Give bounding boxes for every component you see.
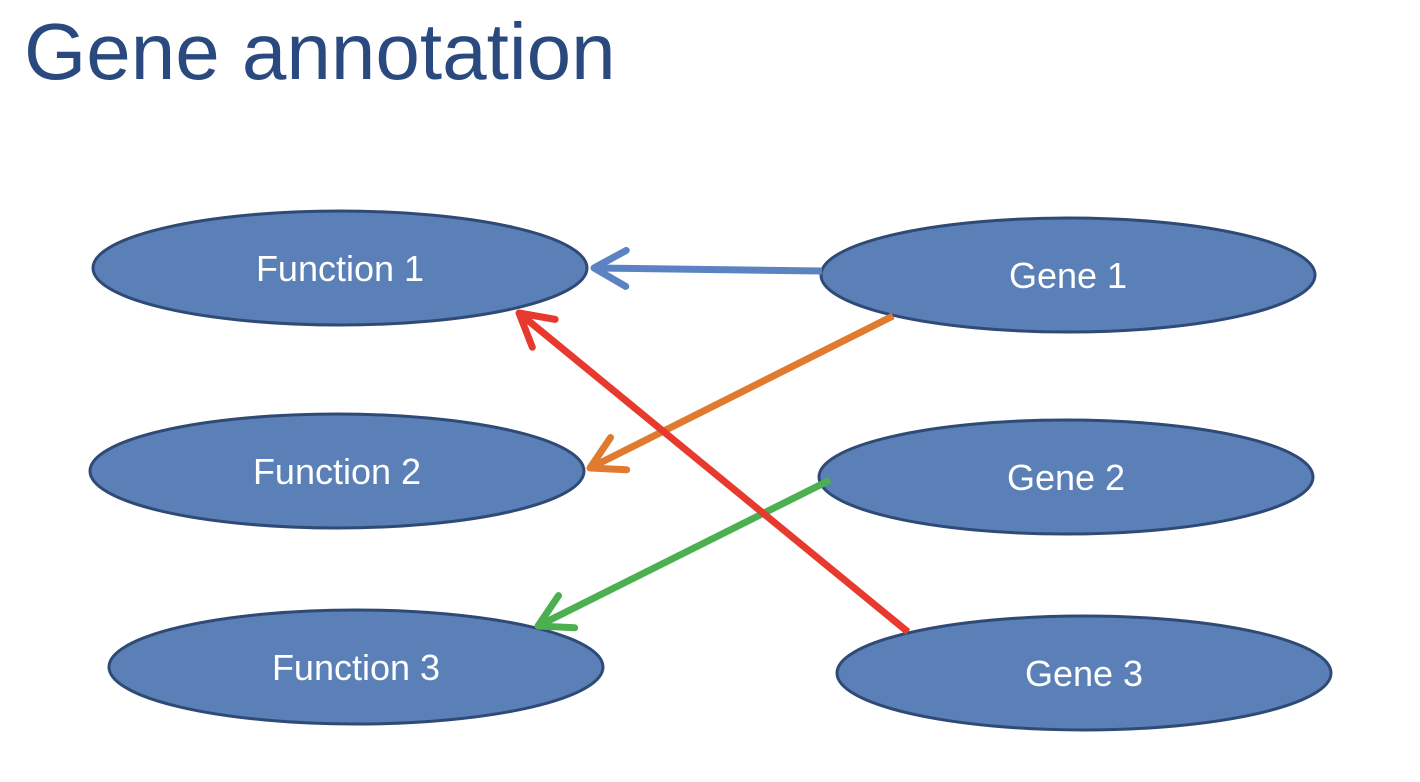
edge-line (516, 310, 911, 635)
node-ellipse-function-3 (107, 608, 605, 726)
node-label-function-1: Function 1 (256, 248, 424, 289)
node-ellipse-gene-2 (817, 418, 1315, 536)
edge-line (536, 476, 832, 630)
node-ellipse-gene-1 (819, 216, 1317, 334)
edge-gene-1-to-function-1 (590, 246, 823, 290)
node-gene-2: Gene 2 (817, 418, 1315, 536)
node-gene-1: Gene 1 (819, 216, 1317, 334)
arrowhead-icon (590, 246, 630, 290)
edges-layer (515, 246, 911, 635)
node-label-function-2: Function 2 (253, 451, 421, 492)
node-function-3: Function 3 (107, 608, 605, 726)
edge-line (588, 312, 895, 472)
edge-gene-3-to-function-1 (515, 309, 911, 635)
arrowhead-icon (586, 434, 631, 474)
slide-title: Gene annotation (24, 7, 616, 96)
edge-gene-2-to-function-3 (534, 476, 832, 632)
edge-line (593, 264, 823, 275)
node-function-1: Function 1 (91, 209, 589, 327)
node-ellipse-gene-3 (835, 614, 1333, 732)
node-ellipse-function-1 (91, 209, 589, 327)
edge-gene-1-to-function-2 (586, 312, 895, 474)
node-label-gene-2: Gene 2 (1007, 457, 1125, 498)
node-label-gene-3: Gene 3 (1025, 653, 1143, 694)
node-ellipse-function-2 (88, 412, 586, 530)
arrowhead-icon (515, 309, 559, 351)
node-label-function-3: Function 3 (272, 647, 440, 688)
node-gene-3: Gene 3 (835, 614, 1333, 732)
nodes-layer: Function 1 Function 2 Function 3 Gene 1 Gene… (88, 209, 1333, 732)
arrowhead-icon (534, 592, 579, 632)
node-label-gene-1: Gene 1 (1009, 255, 1127, 296)
node-function-2: Function 2 (88, 412, 586, 530)
